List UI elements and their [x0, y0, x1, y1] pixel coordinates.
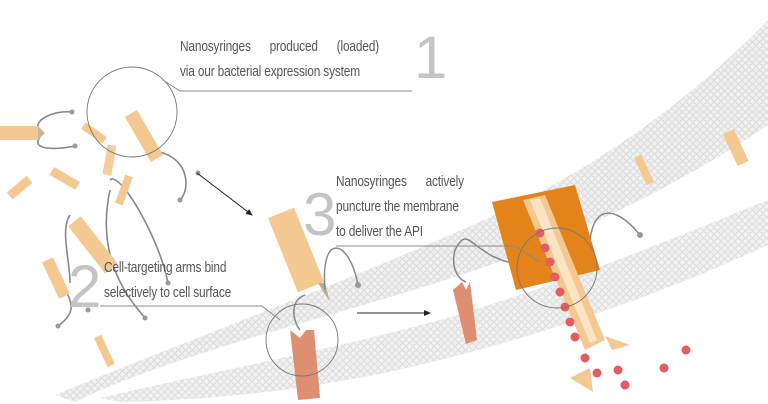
anchor-receptor: [453, 282, 477, 344]
step-number-1: 1: [414, 24, 448, 91]
zoom-circle-1: [86, 66, 178, 158]
caption-line: puncture the membrane: [336, 199, 459, 215]
embedded-syringe: [634, 154, 654, 186]
arm-tip: [637, 232, 643, 238]
caption-line: Cell-targeting arms bind: [104, 260, 227, 276]
step-3-caption: Nanosyringes actively puncture the membr…: [336, 170, 464, 245]
puncturing-nanosyringe: [492, 185, 691, 392]
zoom-circle-3: [516, 227, 598, 309]
binding-nanosyringe: [268, 207, 361, 400]
step-2-caption: Cell-targeting arms bind selectively to …: [104, 256, 231, 306]
embedded-syringe: [722, 129, 749, 166]
leader-line-3: [336, 245, 541, 263]
api-payload-particles: [535, 228, 691, 390]
targeting-arm: [589, 212, 641, 241]
caption-line: via our bacterial expression system: [180, 64, 360, 80]
leader-line-1: [162, 79, 412, 92]
embedded-syringe: [94, 334, 115, 368]
leader-line-2: [100, 305, 281, 321]
arrow-step1-to-step2: [196, 172, 253, 216]
zoom-circle-2: [265, 303, 339, 377]
targeting-arm: [453, 238, 526, 283]
caption-line: Nanosyringes actively: [336, 174, 464, 190]
syringe-bodies: [0, 109, 164, 299]
step-number-3: 3: [303, 181, 337, 248]
step-number-2: 2: [68, 253, 102, 320]
caption-line: to deliver the API: [336, 224, 423, 240]
step-1-caption: Nanosyringes produced (loaded) via our b…: [180, 35, 379, 85]
arm-tips: [55, 109, 201, 329]
caption-line: selectively to cell surface: [104, 285, 232, 301]
caption-line: Nanosyringes produced (loaded): [180, 39, 379, 55]
